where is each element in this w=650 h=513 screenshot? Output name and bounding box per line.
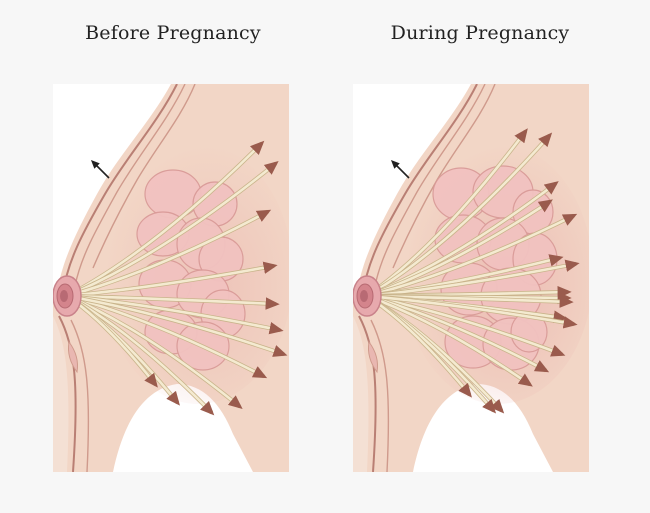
- lower-fold: [368, 340, 378, 374]
- panel-before-pregnancy: [53, 84, 289, 472]
- skin-layer-lower-2: [370, 319, 390, 472]
- duct-18: [365, 294, 578, 329]
- title-during-pregnancy: During Pregnancy: [390, 22, 570, 44]
- duct-3: [65, 209, 272, 298]
- duct-14: [365, 294, 533, 387]
- duct-2: [65, 161, 279, 298]
- skin-layer-lower-1: [58, 315, 77, 472]
- outside-area-bottom: [413, 384, 553, 472]
- outside-area-bottom: [113, 384, 253, 472]
- panel-during-pregnancy: [353, 84, 589, 472]
- breast-diagram-before: [53, 84, 289, 472]
- nipple-center: [60, 290, 68, 302]
- skin-layer-1: [62, 84, 178, 295]
- outside-area-top: [353, 84, 471, 294]
- duct-12: [65, 294, 288, 357]
- title-before-pregnancy: Before Pregnancy: [85, 22, 261, 44]
- breast-diagram-during: [353, 84, 589, 472]
- lower-skin-area: [53, 316, 69, 472]
- duct-7: [365, 259, 580, 298]
- lower-skin-area: [353, 316, 369, 472]
- skin-layer-2: [374, 84, 486, 287]
- lower-fold: [68, 340, 78, 374]
- duct-7: [65, 294, 268, 379]
- direction-arrow-icon: [390, 159, 410, 179]
- nipple-center: [360, 290, 368, 302]
- lobule-1: [144, 169, 202, 219]
- skin-layer-1: [362, 84, 478, 295]
- duct-5: [365, 213, 578, 298]
- skin-layer-lower-1: [358, 315, 377, 472]
- direction-arrow-icon: [90, 159, 110, 179]
- outside-area-top: [53, 84, 171, 294]
- duct-2: [365, 132, 553, 298]
- skin-layer-lower-2: [70, 319, 90, 472]
- duct-1: [65, 140, 265, 298]
- duct-4: [65, 261, 278, 298]
- skin-layer-2: [74, 84, 186, 287]
